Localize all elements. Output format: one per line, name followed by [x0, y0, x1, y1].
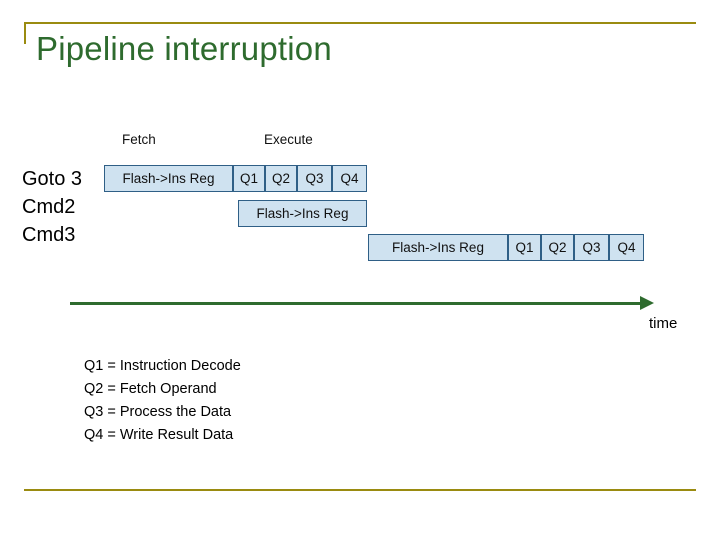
legend-item: Q4 = Write Result Data — [84, 427, 234, 443]
row-label-cmd2: Cmd2 — [22, 196, 76, 218]
time-axis-arrow-icon — [640, 296, 654, 310]
legend-item: Q2 = Fetch Operand — [84, 381, 217, 397]
row-label-cmd3: Cmd3 — [22, 224, 76, 246]
title-accent-tick — [24, 22, 26, 44]
cell-row1-fetch: Flash->Ins Reg — [104, 165, 233, 192]
column-header-execute: Execute — [264, 132, 313, 147]
legend-item: Q3 = Process the Data — [84, 404, 232, 420]
legend-item: Q1 = Instruction Decode — [84, 358, 241, 374]
cell-row2-fetch: Flash->Ins Reg — [238, 200, 367, 227]
cell-row1-q4: Q4 — [332, 165, 367, 192]
column-header-fetch: Fetch — [122, 132, 156, 147]
page-title: Pipeline interruption — [36, 30, 332, 67]
cell-row3-q2: Q2 — [541, 234, 574, 261]
top-divider-rule — [24, 22, 696, 24]
cell-row3-q4: Q4 — [609, 234, 644, 261]
cell-row3-fetch: Flash->Ins Reg — [368, 234, 508, 261]
time-axis-label: time — [649, 315, 678, 332]
bottom-divider-rule — [24, 489, 696, 491]
cell-row1-q1: Q1 — [233, 165, 265, 192]
cell-row1-q2: Q2 — [265, 165, 297, 192]
cell-row3-q3: Q3 — [574, 234, 609, 261]
legend: Q1 = Instruction Decode Q2 = Fetch Opera… — [84, 355, 241, 447]
cell-row1-q3: Q3 — [297, 165, 332, 192]
cell-row3-q1: Q1 — [508, 234, 541, 261]
row-label-goto3: Goto 3 — [22, 168, 83, 190]
time-axis-line — [70, 302, 640, 305]
